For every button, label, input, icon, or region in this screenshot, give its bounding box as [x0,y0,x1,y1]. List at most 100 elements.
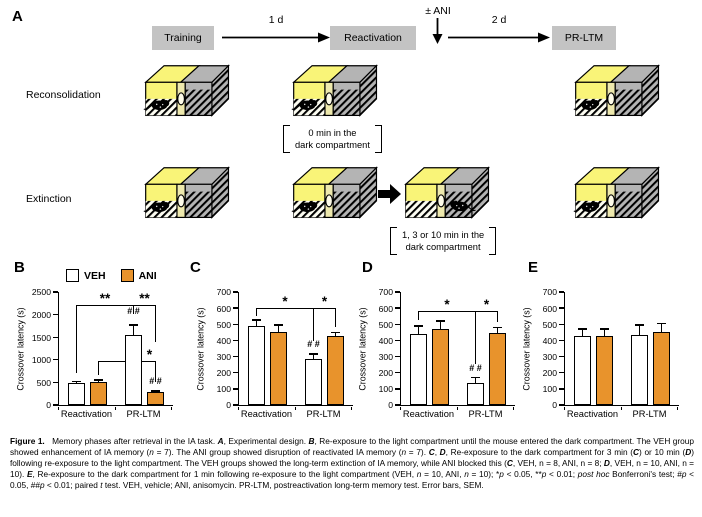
y-tick [559,355,564,358]
y-tick [395,307,400,309]
y-tick [53,313,58,316]
panel-a-letter: A [12,8,23,25]
y-tick [233,323,238,325]
sig-annotation: * [146,345,153,362]
legend-item-ani: ANI [120,269,157,282]
y-tick-label: 0 [226,400,231,411]
y-tick [559,323,564,325]
y-tick-label: 2500 [31,287,51,298]
ani-down-arrow [432,18,443,44]
bar-reactivation-veh [574,335,591,405]
bracket-right [489,227,497,256]
x-tick [564,406,566,411]
row-label-reconsolidation: Reconsolidation [26,89,101,101]
sig-annotation: # # [307,339,320,350]
x-tick [677,406,679,411]
y-tick-label: 100 [216,384,231,395]
x-tick [621,406,623,411]
bar-reactivation-ani [270,331,287,405]
error-bar [331,331,340,337]
y-tick [53,336,58,338]
bar-reactivation-ani [432,329,449,405]
error-bar [578,328,587,336]
error-bar [436,320,445,330]
error-bar [635,324,644,335]
y-axis-title: Crossover latency (s) [195,306,205,391]
panel-letter: D [362,259,373,276]
annotation-0min-line1: 0 min in the [308,128,357,138]
y-tick-label: 100 [378,384,393,395]
error-bar [151,390,160,393]
y-tick-label: 500 [216,319,231,330]
sig-bracket: * [417,297,477,364]
sig-annotation: # # [469,362,482,373]
y-tick-label: 700 [378,287,393,298]
y-tick [233,355,238,358]
legend-swatch-ani [120,269,134,282]
y-tick [395,339,400,342]
y-tick-label: 300 [542,351,557,362]
x-tick [115,406,117,411]
bar-pr-ltm-veh [467,383,484,405]
sig-bracket: * [312,295,337,341]
panel-letter: C [190,259,201,276]
x-category-label: PR-LTM [632,409,667,419]
y-tick-label: 400 [542,335,557,346]
bar-pr-ltm-ani [147,392,164,405]
y-tick-label: 700 [216,287,231,298]
annotation-1-3-10min: 1, 3 or 10 min in the dark compartment [390,227,497,256]
bar-pr-ltm-veh [125,335,142,405]
interval-1d-label: 1 d [268,14,284,26]
y-tick [53,381,58,384]
x-tick [295,406,297,411]
x-category-label: Reactivation [402,409,455,419]
y-tick-label: 600 [378,303,393,314]
y-axis-title: Crossover latency (s) [15,306,25,391]
y-tick [53,404,58,406]
bracket-right [374,125,382,154]
timeline-arrow-2 [448,32,550,43]
error-bar [72,380,81,384]
ani-injection-label: ± ANI [425,5,451,17]
error-bar [493,326,502,334]
y-tick-label: 600 [542,303,557,314]
x-category-label: Reactivation [566,409,619,419]
y-tick-label: 100 [542,384,557,395]
timeline-box-training: Training [152,26,214,50]
x-tick [400,406,402,411]
y-tick-label: 0 [552,400,557,411]
bar-pr-ltm-veh [305,359,322,405]
x-tick [238,406,240,411]
y-tick [395,323,400,325]
legend-item-veh: VEH [66,269,106,282]
y-tick [395,404,400,406]
y-tick-label: 0 [46,400,51,411]
bar-reactivation-ani [90,382,107,405]
bracket-left [390,227,397,256]
cage-reconsolidation-prltm [572,62,664,121]
y-tick [233,339,238,342]
sig-annotation: # # [127,306,140,317]
y-tick-label: 500 [36,377,51,388]
y-tick-label: 600 [216,303,231,314]
y-tick-label: 700 [542,287,557,298]
y-tick-label: 1500 [31,332,51,343]
thick-right-arrow [378,184,401,204]
y-tick [559,291,564,293]
chart-legend: VEH ANI [66,269,157,282]
x-tick [351,406,353,411]
cage-extinction-reactivation-light [290,164,382,223]
y-tick [559,372,564,374]
y-tick-label: 400 [216,335,231,346]
y-tick-label: 500 [378,319,393,330]
panel-a: A Training 1 d Reactivation ± ANI 2 d PR… [0,0,702,258]
timeline-arrow-1 [222,32,330,43]
y-tick [53,291,58,293]
error-bar [309,353,318,359]
error-bar [471,376,480,384]
